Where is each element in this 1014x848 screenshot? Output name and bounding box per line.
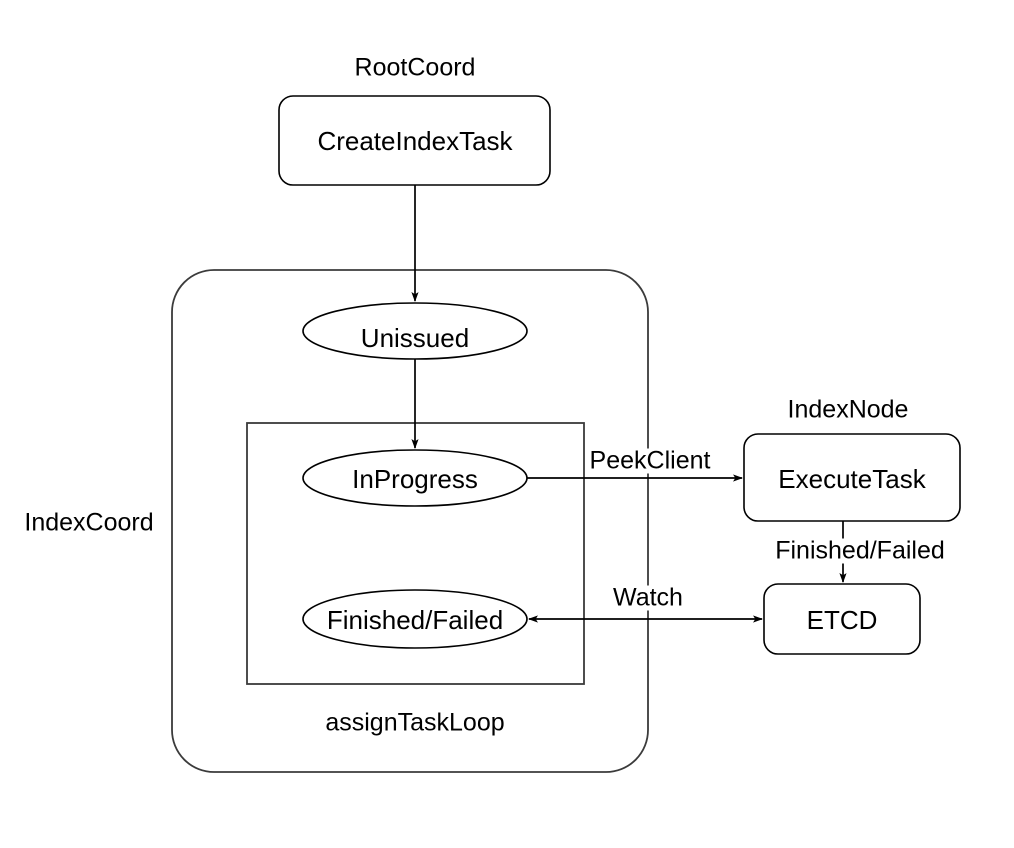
node-label-inprogress[interactable]: InProgress xyxy=(352,464,478,494)
edge-label-finished-failed: Finished/Failed xyxy=(772,538,948,564)
node-label-etcd[interactable]: ETCD xyxy=(806,605,878,635)
node-label-finished-failed[interactable]: Finished/Failed xyxy=(326,605,504,635)
node-execute-task-shape[interactable] xyxy=(743,433,961,522)
group-label-assigntaskloop: assignTaskLoop xyxy=(325,708,505,737)
edge-label-peekclient: PeekClient xyxy=(586,448,714,474)
node-etcd-shape[interactable] xyxy=(763,583,921,655)
node-label-execute-task[interactable]: ExecuteTask xyxy=(778,464,926,494)
node-label-unissued[interactable]: Unissued xyxy=(360,323,470,353)
group-label-rootcoord: RootCoord xyxy=(354,53,476,82)
edge-label-watch: Watch xyxy=(610,585,686,611)
node-label-create-index-task[interactable]: CreateIndexTask xyxy=(317,126,513,156)
group-label-indexcoord: IndexCoord xyxy=(24,508,154,537)
group-label-indexnode: IndexNode xyxy=(787,395,909,424)
group-indexcoord-outline xyxy=(171,269,649,773)
node-finished-failed-shape[interactable] xyxy=(302,589,528,649)
